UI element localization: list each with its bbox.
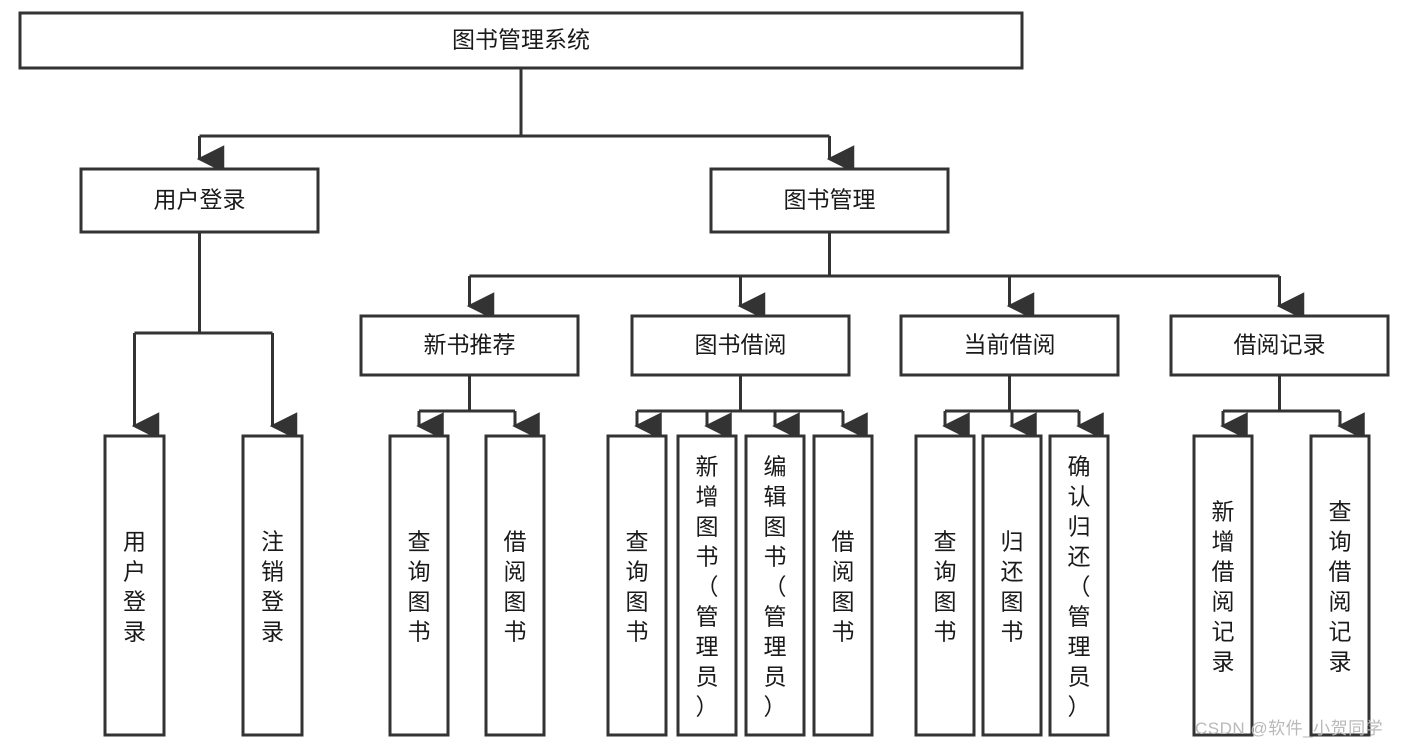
node-label-cb-query-book: 查询图书 bbox=[934, 529, 957, 645]
node-box-new-book-recommend bbox=[359, 314, 580, 377]
node-br-query-record[interactable]: 查询借阅记录 bbox=[1309, 434, 1371, 737]
node-box-bb-query-book bbox=[606, 434, 668, 737]
node-user-login-leaf[interactable]: 用户登录 bbox=[103, 434, 166, 737]
node-box-bb-edit-book bbox=[744, 434, 806, 737]
node-book-borrow[interactable]: 图书借阅 bbox=[630, 314, 851, 377]
node-box-root bbox=[18, 11, 1024, 70]
node-br-add-record[interactable]: 新增借阅记录 bbox=[1192, 434, 1254, 737]
node-box-book-borrow bbox=[630, 314, 851, 377]
node-bb-borrow-book[interactable]: 借阅图书 bbox=[812, 434, 874, 737]
node-label-br-query-record: 查询借阅记录 bbox=[1329, 499, 1352, 675]
node-label-bb-query-book: 查询图书 bbox=[626, 529, 649, 645]
node-box-user-login bbox=[79, 167, 320, 234]
node-bb-query-book[interactable]: 查询图书 bbox=[606, 434, 668, 737]
node-user-logout-leaf[interactable]: 注销登录 bbox=[241, 434, 304, 737]
node-box-current-borrow bbox=[899, 314, 1120, 377]
node-label-new-book-recommend: 新书推荐 bbox=[424, 332, 516, 358]
node-label-book-borrow: 图书借阅 bbox=[695, 332, 787, 358]
node-box-bb-borrow-book bbox=[812, 434, 874, 737]
node-new-book-recommend[interactable]: 新书推荐 bbox=[359, 314, 580, 377]
node-label-book-manage: 图书管理 bbox=[784, 187, 876, 213]
node-bb-edit-book[interactable]: 编辑图书（管理员） bbox=[744, 434, 806, 737]
node-box-nbr-query-book bbox=[388, 434, 450, 737]
diagram-nodes: 图书管理系统用户登录用户登录注销登录图书管理新书推荐查询图书借阅图书图书借阅查询… bbox=[18, 11, 1390, 737]
node-nbr-borrow-book[interactable]: 借阅图书 bbox=[484, 434, 546, 737]
node-label-br-add-record: 新增借阅记录 bbox=[1212, 499, 1235, 675]
node-borrow-record[interactable]: 借阅记录 bbox=[1169, 314, 1390, 377]
node-box-nbr-borrow-book bbox=[484, 434, 546, 737]
node-cb-confirm-return[interactable]: 确认归还（管理员） bbox=[1048, 434, 1110, 737]
node-label-bb-edit-book: 编辑图书（管理员） bbox=[764, 454, 787, 720]
node-label-current-borrow: 当前借阅 bbox=[964, 332, 1056, 358]
csdn-watermark: CSDN @软件_小贺同学 bbox=[1195, 719, 1383, 738]
node-label-root: 图书管理系统 bbox=[452, 27, 590, 53]
node-box-user-login-leaf bbox=[103, 434, 166, 737]
node-label-user-logout-leaf: 注销登录 bbox=[261, 529, 284, 645]
node-label-user-login-leaf: 用户登录 bbox=[123, 529, 146, 645]
node-label-nbr-borrow-book: 借阅图书 bbox=[504, 529, 527, 645]
node-book-manage[interactable]: 图书管理 bbox=[709, 167, 950, 234]
node-box-borrow-record bbox=[1169, 314, 1390, 377]
node-label-nbr-query-book: 查询图书 bbox=[408, 529, 431, 645]
node-root[interactable]: 图书管理系统 bbox=[18, 11, 1024, 70]
node-label-bb-add-book: 新增图书（管理员） bbox=[696, 454, 719, 720]
node-box-book-manage bbox=[709, 167, 950, 234]
node-box-cb-return-book bbox=[981, 434, 1043, 737]
node-user-login[interactable]: 用户登录 bbox=[79, 167, 320, 234]
node-label-user-login: 用户登录 bbox=[154, 187, 246, 213]
node-label-cb-return-book: 归还图书 bbox=[1001, 529, 1024, 645]
node-box-bb-add-book bbox=[676, 434, 738, 737]
node-cb-return-book[interactable]: 归还图书 bbox=[981, 434, 1043, 737]
connector-edges bbox=[131, 68, 1365, 440]
node-box-br-query-record bbox=[1309, 434, 1371, 737]
node-box-cb-query-book bbox=[914, 434, 976, 737]
node-current-borrow[interactable]: 当前借阅 bbox=[899, 314, 1120, 377]
node-label-bb-borrow-book: 借阅图书 bbox=[832, 529, 855, 645]
node-label-borrow-record: 借阅记录 bbox=[1234, 332, 1326, 358]
node-box-user-logout-leaf bbox=[241, 434, 304, 737]
node-box-br-add-record bbox=[1192, 434, 1254, 737]
node-cb-query-book[interactable]: 查询图书 bbox=[914, 434, 976, 737]
node-box-cb-confirm-return bbox=[1048, 434, 1110, 737]
node-nbr-query-book[interactable]: 查询图书 bbox=[388, 434, 450, 737]
node-bb-add-book[interactable]: 新增图书（管理员） bbox=[676, 434, 738, 737]
node-label-cb-confirm-return: 确认归还（管理员） bbox=[1068, 454, 1091, 720]
